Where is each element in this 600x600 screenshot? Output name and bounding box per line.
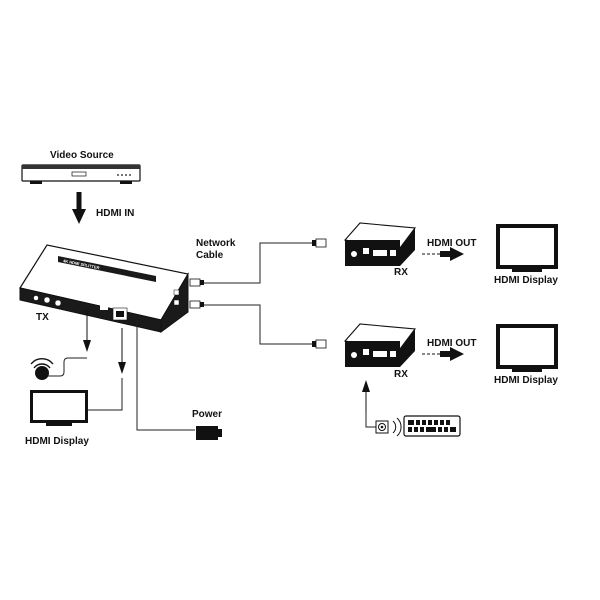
rx-bottom-device [343, 323, 417, 367]
rx-top-device [343, 222, 417, 266]
hdmi-out-top-label: HDMI OUT [427, 238, 476, 249]
arrow-down-icon [72, 192, 86, 224]
tx-label: TX [36, 312, 49, 323]
arrow-down-icon [83, 310, 91, 352]
hdmi-display-bottom-right-icon [496, 324, 558, 372]
video-source-device [21, 164, 141, 184]
network-cable-bottom [189, 300, 327, 349]
arrow-right-icon [422, 247, 464, 261]
ir-cable [365, 412, 376, 428]
hdmi-display-top-right-icon [496, 224, 558, 272]
ir-receiver-icon [30, 357, 87, 380]
hdmi-display-left-label: HDMI Display [25, 436, 89, 447]
network-cable-label-2: Cable [196, 250, 224, 261]
arrow-right-icon [422, 347, 464, 361]
network-cable-label-1: Network [196, 238, 236, 249]
hdmi-display-bottom-right-label: HDMI Display [494, 375, 558, 386]
rx-top-label: RX [394, 267, 408, 278]
video-source-label: Video Source [50, 150, 114, 161]
power-cable [136, 320, 195, 431]
power-label: Power [192, 409, 222, 420]
hdmi-display-left-icon [30, 378, 123, 426]
arrow-up-icon [362, 380, 370, 412]
arrow-down-icon [118, 328, 126, 374]
hdmi-display-top-right-label: HDMI Display [494, 275, 558, 286]
hdmi-in-label: HDMI IN [96, 208, 134, 219]
hdmi-out-bottom-label: HDMI OUT [427, 338, 476, 349]
tx-splitter-device: 4K HDMI SPLITTER [19, 244, 189, 333]
power-adapter-icon [196, 426, 222, 440]
network-cable-top [189, 238, 327, 287]
ir-receiver-icon [375, 417, 402, 437]
ir-remote-icon [403, 415, 461, 437]
rx-bottom-label: RX [394, 369, 408, 380]
